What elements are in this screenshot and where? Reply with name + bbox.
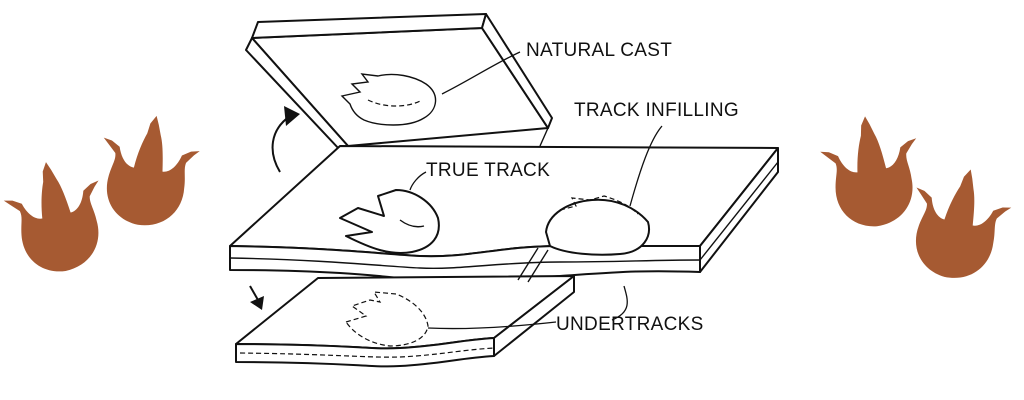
true-track-leader <box>409 171 427 191</box>
footprint-icon <box>0 152 116 281</box>
undertracks-leader-b <box>427 321 557 330</box>
true-track-print <box>339 189 440 254</box>
true-track-label: TRUE TRACK <box>426 160 550 181</box>
track-infilling-print <box>545 198 650 256</box>
natural-cast-print <box>340 73 437 126</box>
down-arrow-icon <box>249 285 264 310</box>
undertrack-print <box>345 291 429 347</box>
track-infilling-leader <box>629 125 663 207</box>
undertracks-leader-a <box>611 285 628 321</box>
curved-up-arrow-icon <box>271 106 300 173</box>
undertracks-slab <box>235 275 575 368</box>
footprint-icon <box>92 108 204 232</box>
track-infilling-label: TRACK INFILLING <box>574 100 739 121</box>
natural-cast-slab <box>245 13 553 151</box>
footprint-icon <box>816 109 928 233</box>
natural-cast-leader <box>441 51 521 95</box>
true-track-slab <box>229 145 779 283</box>
footprint-icon <box>899 159 1018 288</box>
undertracks-label: UNDERTRACKS <box>556 314 704 335</box>
natural-cast-label: NATURAL CAST <box>526 40 672 61</box>
